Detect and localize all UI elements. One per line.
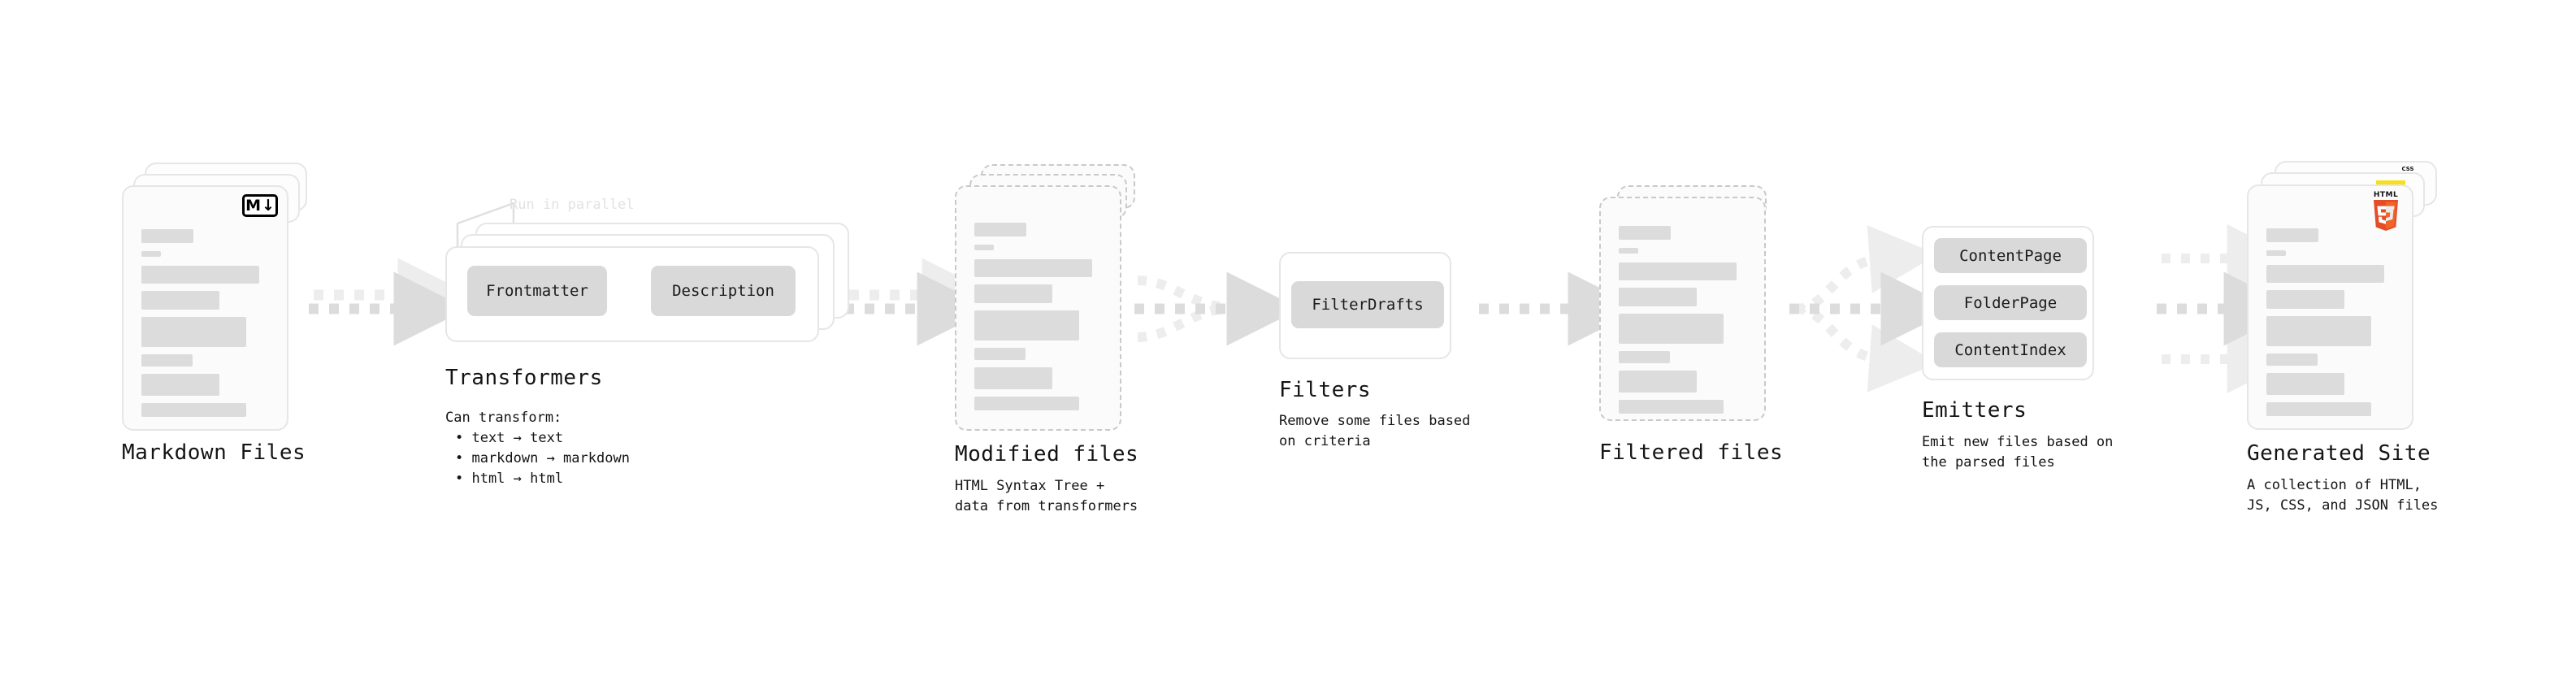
markdown-file-stack: M↓ xyxy=(122,163,317,431)
modified-file-stack xyxy=(955,164,1142,432)
html5-icon: HTML xyxy=(2371,192,2400,236)
stage-title-modified-files: Modified files xyxy=(955,442,1139,466)
emitter-pill-folderpage[interactable]: FolderPage xyxy=(1934,285,2087,320)
html5-icon-label: HTML xyxy=(2373,191,2399,199)
stage-filtered-files: Filtered files xyxy=(1599,185,1786,465)
filters-box: FilterDrafts xyxy=(1279,252,1451,359)
emitter-pill-folderpage-label: FolderPage xyxy=(1963,293,2058,312)
emitter-pill-contentindex-label: ContentIndex xyxy=(1954,340,2066,359)
generated-site-stack: CSS HTML xyxy=(2247,161,2450,437)
run-in-parallel-label: Run in parallel xyxy=(510,197,635,213)
stage-title-filtered-files: Filtered files xyxy=(1599,440,1784,465)
filter-pill-filterdrafts-label: FilterDrafts xyxy=(1312,296,1424,314)
transformers-subtitle: Can transform: xyxy=(445,410,562,426)
site-card-front: HTML xyxy=(2247,184,2413,430)
stage-modified-files: Modified files HTML Syntax Tree + data f… xyxy=(955,164,1142,514)
stage-markdown-files: M↓ Markdown Files xyxy=(122,163,317,465)
transformers-box-front: Frontmatter Description xyxy=(445,246,819,342)
transformer-pill-description-label: Description xyxy=(672,282,774,300)
transformer-pill-frontmatter-label: Frontmatter xyxy=(486,282,588,300)
markdown-icon: M↓ xyxy=(242,194,278,217)
stage-title-emitters: Emitters xyxy=(1922,398,2027,423)
stage-generated-site: CSS HTML xyxy=(2247,161,2450,514)
stage-title-markdown-files: Markdown Files xyxy=(122,440,306,465)
emitters-subtitle: Emit new files based on the parsed files xyxy=(1922,434,2114,471)
filtered-card-front xyxy=(1599,197,1766,421)
transformer-pill-description[interactable]: Description xyxy=(651,266,796,316)
modified-files-subtitle: HTML Syntax Tree + data from transformer… xyxy=(955,478,1138,514)
modified-card-front xyxy=(955,185,1121,431)
emitter-pill-contentpage-label: ContentPage xyxy=(1959,246,2062,265)
connector-markdown-to-transformers xyxy=(309,258,472,346)
filters-subtitle: Remove some files based on criteria xyxy=(1279,413,1471,449)
stage-title-generated-site: Generated Site xyxy=(2247,441,2431,466)
markdown-icon-letter: M xyxy=(245,196,261,215)
filter-pill-filterdrafts[interactable]: FilterDrafts xyxy=(1291,281,1444,328)
stage-title-transformers: Transformers xyxy=(445,366,603,390)
transformer-pill-frontmatter[interactable]: Frontmatter xyxy=(467,266,607,316)
filtered-file-stack xyxy=(1599,185,1786,437)
connector-filtered-to-emitters xyxy=(1789,225,1955,393)
emitter-pill-contentpage[interactable]: ContentPage xyxy=(1934,238,2087,273)
generated-site-subtitle: A collection of HTML, JS, CSS, and JSON … xyxy=(2247,477,2439,514)
css-icon-label: CSS xyxy=(2401,166,2414,172)
connector-modified-to-filters xyxy=(1134,271,1301,346)
stage-title-filters: Filters xyxy=(1279,378,1372,402)
emitter-pill-contentindex[interactable]: ContentIndex xyxy=(1934,332,2087,367)
emitters-box: ContentPage FolderPage ContentIndex xyxy=(1922,226,2094,380)
markdown-card-front: M↓ xyxy=(122,185,288,431)
transformers-bullet-0: • text → text xyxy=(455,430,564,446)
html5-shield-icon xyxy=(2374,200,2398,231)
markdown-icon-arrow: ↓ xyxy=(262,196,275,215)
transformers-bullet-1: • markdown → markdown xyxy=(455,450,630,466)
transformers-bullet-2: • html → html xyxy=(455,471,564,487)
connector-emitters-to-site xyxy=(2157,224,2298,393)
